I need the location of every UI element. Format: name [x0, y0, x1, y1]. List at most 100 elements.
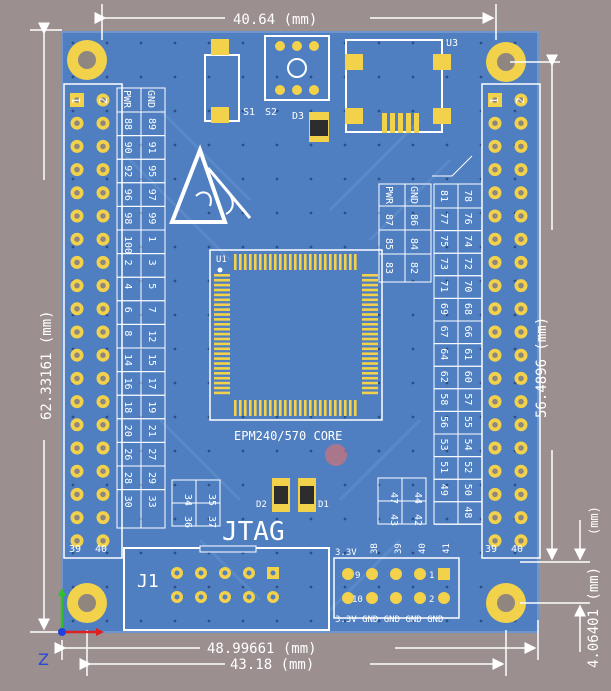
left-table-header: GND [145, 90, 156, 108]
right-table-cell: 57 [462, 393, 473, 405]
left-header-pin [70, 325, 84, 339]
right-table-cell: 73 [438, 258, 449, 270]
right-header-pin [514, 139, 528, 153]
right-header-pin [514, 395, 528, 409]
left-table-cell: 92 [122, 165, 133, 177]
right-table-cell: 72 [462, 258, 473, 270]
right-table-cell: 61 [462, 348, 473, 360]
right-table-cell: 64 [438, 348, 449, 360]
right-header-pin [488, 232, 502, 246]
left-header-pin [96, 302, 110, 316]
right-top-table-cell: 85 [383, 238, 394, 250]
left-header-pin [70, 209, 84, 223]
s1-label: S1 [243, 107, 255, 118]
left-table-cell: 8 [122, 330, 133, 336]
right-header-pin [514, 255, 528, 269]
right-table-cell: 50 [462, 484, 473, 496]
left-header-pin [96, 395, 110, 409]
left-header-pin [96, 93, 110, 107]
left-table-cell: 12 [146, 330, 157, 342]
right-header-pin [514, 418, 528, 432]
diode-d3: D3 [292, 111, 329, 142]
right-top-table-cell: 82 [408, 262, 419, 274]
aux-pin1-label: 1 [429, 571, 434, 581]
right-table-cell: 66 [462, 326, 473, 338]
aux-pin2-label: 2 [429, 595, 434, 605]
aux-top-38: 3B [370, 543, 380, 554]
aux-pin-header: 3.3V 3B 39 40 41 9 1 10 2 3.3V GND GND G… [333, 543, 460, 625]
right-header-pin [488, 116, 502, 130]
left-pin-header: 1 2 39 40 [63, 83, 123, 559]
right-header-pin [514, 186, 528, 200]
right-top-table-cell: 84 [408, 238, 419, 250]
right-table-cell: 75 [438, 235, 449, 247]
jtag-label: JTAG [222, 517, 285, 547]
board-edge [61, 31, 539, 633]
left-table-cell: 15 [146, 354, 157, 366]
right-top-table-cell: 86 [408, 214, 419, 226]
right-pin-header: 1 2 39 40 [481, 83, 541, 559]
left-table-cell: 19 [146, 401, 157, 413]
aux-top-3v3: 3.3V [335, 548, 357, 558]
z-axis-label: Z [38, 650, 49, 669]
jtag-connector-j1: JTAG J1 [123, 517, 330, 631]
right-header-pin [514, 487, 528, 501]
left-header-pin [70, 186, 84, 200]
left-header-pin [70, 487, 84, 501]
dim-top-label: 40.64 (mm) [233, 12, 317, 28]
right-header-pin [488, 186, 502, 200]
right-pin1-label: 1 [488, 97, 501, 104]
right-header-pin [514, 441, 528, 455]
aux-top-39: 39 [394, 543, 404, 554]
right-table-header: PWR [383, 186, 394, 205]
left-header-pin [96, 511, 110, 525]
right-header-pin [488, 139, 502, 153]
left-table-cell: 7 [146, 307, 157, 313]
right-top-table-cell: 83 [383, 262, 394, 274]
left-header-pin [70, 139, 84, 153]
left-table-cell: 5 [146, 283, 157, 289]
left-table-cell: 95 [146, 165, 157, 177]
right-header-pin [488, 441, 502, 455]
left-header-pin [96, 441, 110, 455]
left-table-cell: 17 [146, 378, 157, 390]
right-table-cell: 70 [462, 280, 473, 292]
left-header-pin [96, 534, 110, 548]
left-header-pin [96, 139, 110, 153]
dim-right-lower-label: 4.06401 (mm) [586, 567, 602, 668]
dimension-lines [30, 4, 590, 676]
right-table-cell: 78 [462, 190, 473, 202]
left-header-pin [70, 441, 84, 455]
d3-label: D3 [292, 111, 304, 122]
right-table-cell: 68 [462, 303, 473, 315]
left-table-cell: 2 [122, 260, 133, 266]
left-header-pin [70, 511, 84, 525]
right-table-cell: 48 [462, 506, 473, 518]
right-table-cell: 77 [438, 213, 449, 225]
right-pin40-label: 40 [511, 544, 523, 555]
left-header-pin [96, 464, 110, 478]
right-pin39-label: 39 [485, 544, 497, 555]
aux-pin9-label: 9 [355, 571, 360, 581]
left-pin1-label: 1 [70, 97, 83, 104]
dim-left-label: 62.33161 (mm) [39, 310, 55, 420]
cpld-chip-u1: U1 EPM240/570 CORE [209, 249, 383, 466]
left-header-pin [70, 232, 84, 246]
left-table-cell: 1 [146, 236, 157, 242]
left-table-cell: 27 [146, 448, 157, 460]
esd-warning-icon [169, 144, 252, 224]
mounting-hole-tl [67, 40, 107, 80]
left-header-pin [70, 302, 84, 316]
right-pin2-label: 2 [514, 97, 527, 104]
left-table-cell: 3 [146, 260, 157, 266]
left-header-pin [96, 163, 110, 177]
right-header-pin [488, 395, 502, 409]
right-table-cell: 69 [438, 303, 449, 315]
right-header-pin [488, 302, 502, 316]
left-table-cell: 16 [122, 378, 133, 390]
right-header-pin [488, 371, 502, 385]
right-header-pin [488, 487, 502, 501]
right-header-pin [488, 534, 502, 548]
mounting-hole-tr [486, 42, 526, 82]
